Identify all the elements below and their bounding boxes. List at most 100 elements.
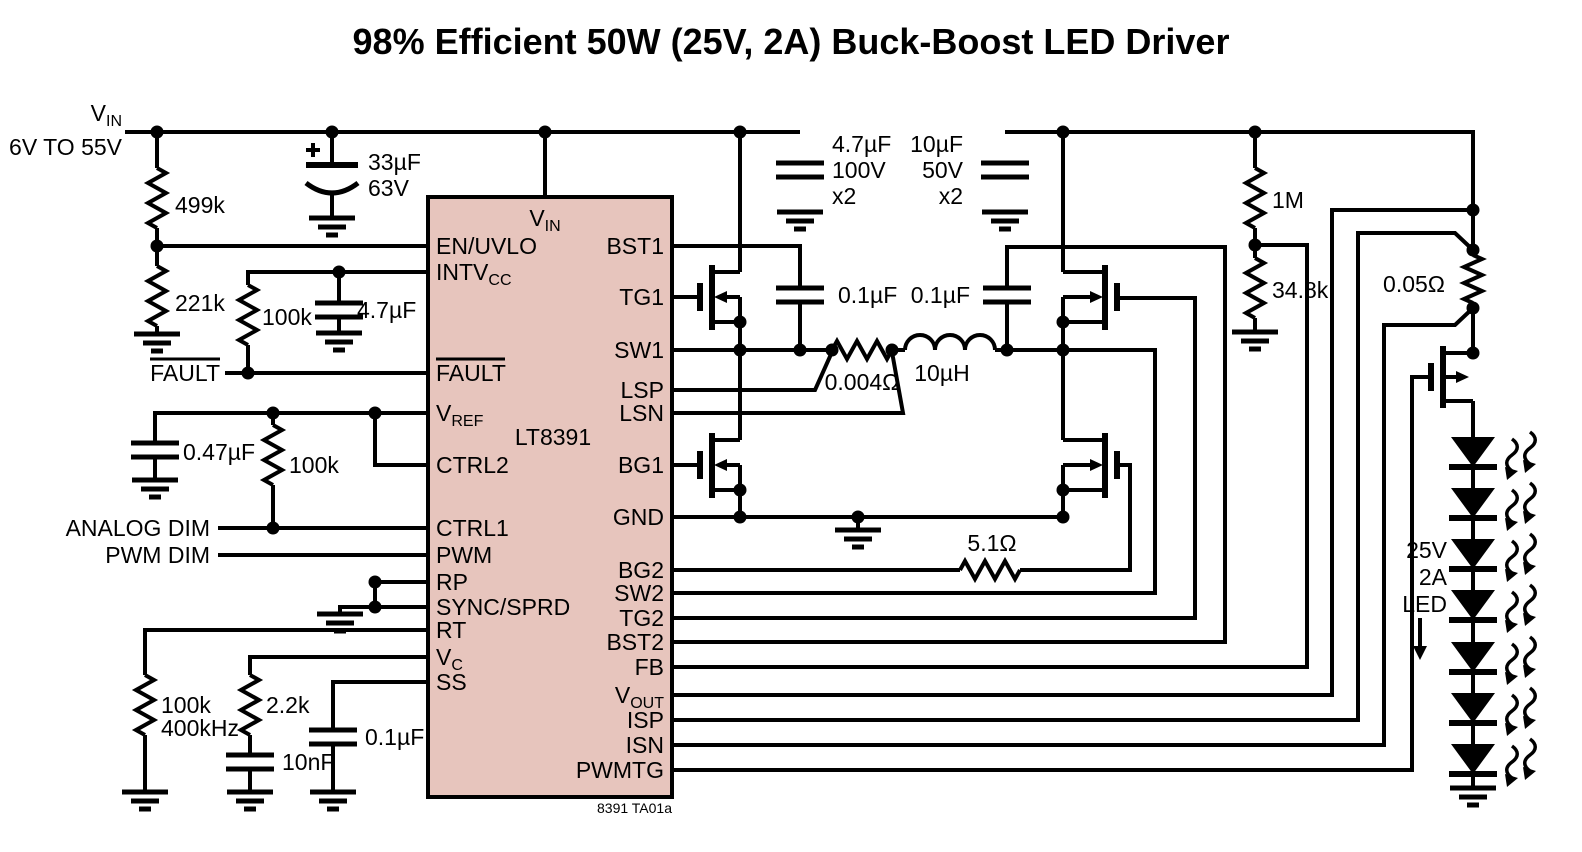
ic-pin-pwm: PWM [436, 542, 492, 568]
label-led-volts: 25V [1406, 537, 1448, 563]
label-led: LED [1402, 591, 1447, 617]
label-499k: 499k [175, 192, 225, 218]
label-50v: 50V [922, 157, 964, 183]
label-4u7-intvcc: 4.7µF [357, 297, 416, 323]
capacitor-10uf-output [981, 160, 1029, 180]
label-100k-rt: 100k [161, 692, 211, 718]
ic-pin-vref: VREF [436, 400, 484, 430]
page-title: 98% Efficient 50W (25V, 2A) Buck-Boost L… [353, 21, 1230, 62]
net-labels: FAULT ANALOG DIM PWM DIM [66, 357, 220, 568]
resistor-100k-ctrl [259, 423, 287, 487]
ground-symbols [122, 209, 1496, 812]
junction-dots [150, 125, 1480, 614]
label-10nf: 10nF [282, 749, 334, 775]
ic-pin-bg2: BG2 [618, 557, 664, 583]
resistor-5r1 [958, 556, 1022, 584]
ic-pin-sw1: SW1 [614, 337, 664, 363]
ic-pin-bst1: BST1 [606, 233, 664, 259]
led [1449, 481, 1538, 533]
label-0u1-bst1: 0.1µF [838, 282, 897, 308]
ic-pin-ctrl2: CTRL2 [436, 452, 509, 478]
resistor-0r004 [830, 336, 894, 364]
led-current-arrow-icon [1413, 618, 1427, 660]
resistor-2k2 [236, 673, 264, 737]
resistor-100k-rt [131, 673, 159, 737]
capacitor-10nf-comp [226, 752, 274, 772]
resistor-0r05 [1459, 253, 1487, 305]
resistor-221k [143, 264, 171, 328]
label-x2-in: x2 [832, 183, 856, 209]
ic-pin-enuvlo: EN/UVLO [436, 233, 537, 259]
ic-lt8391 [426, 195, 674, 799]
label-0u47: 0.47µF [183, 439, 255, 465]
label-x2-out: x2 [939, 183, 963, 209]
resistor-1m [1241, 166, 1269, 230]
label-10uf-out: 10µF [910, 131, 963, 157]
input-labels: VIN 6V TO 55V [9, 100, 123, 160]
led-string [1413, 430, 1538, 789]
ic-pin-fb: FB [635, 654, 664, 680]
ic-pin-vout: VOUT [615, 682, 664, 712]
capacitor-0u1-bst1 [776, 285, 824, 305]
vin-net-label: VIN [91, 100, 122, 130]
label-2k2: 2.2k [266, 692, 310, 718]
capacitor-0u1-bst2 [983, 285, 1031, 305]
label-33uf: 33µF [368, 149, 421, 175]
capacitor-0u47-vref [131, 440, 179, 460]
capacitors [131, 143, 1031, 772]
ic-pin-bst2: BST2 [606, 629, 664, 655]
ic-pin-tg1: TG1 [619, 284, 664, 310]
led [1449, 532, 1538, 584]
ic-pin-tg2: TG2 [619, 605, 664, 631]
label-100k-fault: 100k [262, 304, 312, 330]
led [1449, 583, 1538, 635]
fault-net-label: FAULT [150, 360, 220, 386]
ic-pin-labels: VIN EN/UVLO INTVCC FAULT VREF CTRL2 CTRL… [436, 205, 672, 816]
ic-pin-isp: ISP [627, 707, 664, 733]
resistor-100k-fault [234, 283, 262, 347]
analog-dim-label: ANALOG DIM [66, 515, 210, 541]
vin-range-label: 6V TO 55V [9, 134, 123, 160]
ic-pin-rt: RT [436, 617, 466, 643]
label-0r004: 0.004Ω [825, 369, 900, 395]
led [1449, 737, 1538, 789]
ic-pin-vin: VIN [529, 205, 560, 235]
capacitor-33uf-electrolytic [304, 143, 360, 196]
resistor-34k8 [1241, 256, 1269, 320]
resistor-499k [143, 166, 171, 230]
ic-pin-rp: RP [436, 569, 468, 595]
ic-pin-lsn: LSN [619, 400, 664, 426]
label-5r1: 5.1Ω [967, 530, 1016, 556]
ic-pin-pwmtg: PWMTG [576, 757, 664, 783]
label-34k8: 34.8k [1272, 277, 1329, 303]
led [1449, 430, 1538, 482]
ic-pin-bg1: BG1 [618, 452, 664, 478]
led [1449, 635, 1538, 687]
ic-pin-sw2: SW2 [614, 580, 664, 606]
ic-part-number: LT8391 [515, 424, 591, 450]
ic-pin-isn: ISN [626, 732, 664, 758]
component-labels: 499k 221k 33µF 63V 100k 4.7µF 0.47µF 100… [161, 131, 1448, 775]
capacitor-0u1-ss [309, 727, 357, 747]
ic-pin-ss: SS [436, 669, 467, 695]
label-221k: 221k [175, 290, 225, 316]
label-0r05: 0.05Ω [1383, 271, 1445, 297]
label-0u1-ss: 0.1µF [365, 724, 424, 750]
label-63v: 63V [368, 175, 410, 201]
resistors [131, 166, 1487, 737]
label-400khz: 400kHz [161, 715, 239, 741]
label-4u7-in: 4.7µF [832, 131, 891, 157]
label-10uh: 10µH [914, 360, 969, 386]
ic-pin-gnd: GND [613, 504, 664, 530]
label-1m: 1M [1272, 187, 1304, 213]
ic-pin-syncsprd: SYNC/SPRD [436, 594, 570, 620]
ic-pin-fault: FAULT [436, 360, 506, 386]
ic-pin-vc: VC [436, 644, 463, 674]
ic-pin-intvcc: INTVCC [436, 259, 512, 289]
wires [125, 130, 1475, 792]
inductor-10uh [903, 333, 997, 351]
led [1449, 686, 1538, 738]
label-100v: 100V [832, 157, 886, 183]
